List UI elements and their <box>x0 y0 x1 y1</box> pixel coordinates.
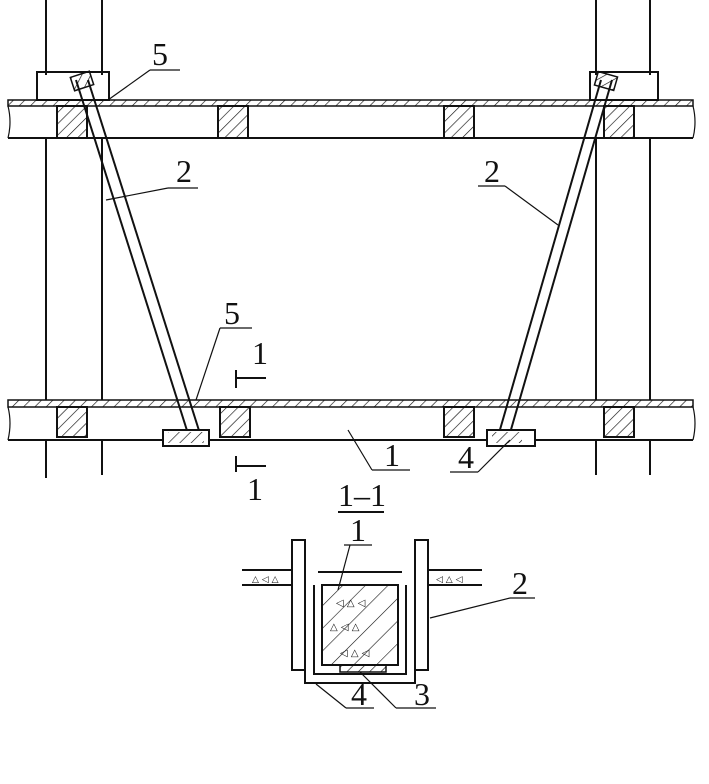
section-mark-label-top: 1 <box>252 335 268 371</box>
leader-5-mid <box>195 327 252 401</box>
brace-right <box>496 70 619 441</box>
top-rail <box>7 99 696 139</box>
column-left-top <box>45 0 103 75</box>
label-1: 1 <box>384 437 400 473</box>
section-mark <box>235 370 266 472</box>
leader-2-left <box>105 187 198 201</box>
channel-bracket-inner <box>313 585 407 675</box>
plan-view: 1 1 5 2 2 5 1 4 <box>7 0 696 513</box>
aggregate-marks: △ ◁ △ <box>330 622 360 633</box>
label-sec-3: 3 <box>414 676 430 712</box>
slab-left: △ ◁ △ <box>242 569 292 586</box>
channel-bracket <box>304 585 416 684</box>
leader-sec-1 <box>337 544 372 591</box>
aggregate-marks: ◁ △ ◁ <box>336 598 366 609</box>
label-5-mid: 5 <box>224 295 240 331</box>
leader-sec-2 <box>429 597 535 619</box>
column-right-top <box>595 0 651 75</box>
top-rail-block <box>56 105 88 139</box>
leader-2-right <box>478 185 559 226</box>
bottom-rail-block <box>443 406 475 438</box>
label-sec-1: 1 <box>350 512 366 548</box>
aggregate-marks: ◁ △ ◁ <box>340 648 370 659</box>
svg-text:◁ △ ◁: ◁ △ ◁ <box>436 575 463 585</box>
section-title: 1–1 <box>338 477 386 513</box>
bottom-rail-block <box>219 406 251 438</box>
form-plate-left <box>291 539 306 671</box>
label-4: 4 <box>458 439 474 475</box>
label-5-top: 5 <box>152 36 168 72</box>
label-sec-2: 2 <box>512 565 528 601</box>
bottom-rail-block <box>56 406 88 438</box>
column-right <box>595 138 651 475</box>
leader-1 <box>347 429 410 471</box>
label-2-right: 2 <box>484 153 500 189</box>
top-rail-block <box>603 105 635 139</box>
label-2-left: 2 <box>176 153 192 189</box>
brace-left <box>69 70 203 441</box>
anchor-plate-right-hatch <box>492 432 522 443</box>
top-rail-block <box>217 105 249 139</box>
label-sec-4: 4 <box>351 676 367 712</box>
leader-5-top <box>107 69 180 101</box>
svg-text:△ ◁ △: △ ◁ △ <box>252 575 279 585</box>
bottom-rail <box>7 399 696 441</box>
bottom-rail-block <box>603 406 635 438</box>
form-plate-right <box>414 539 429 671</box>
slab-right: ◁ △ ◁ <box>428 569 482 586</box>
section-view: △ ◁ △ ◁ △ ◁ ◁ △ ◁ △ ◁ △ ◁ △ ◁ 1 <box>242 512 535 712</box>
section-mark-label-bottom: 1 <box>247 471 263 507</box>
leader-sec-3 <box>359 671 436 709</box>
concrete-core <box>321 584 399 666</box>
leader-4 <box>450 439 511 473</box>
top-rail-block <box>443 105 475 139</box>
leader-sec-4 <box>315 683 374 709</box>
anchor-plate-left-hatch <box>168 432 204 443</box>
bottom-pad <box>339 664 387 673</box>
